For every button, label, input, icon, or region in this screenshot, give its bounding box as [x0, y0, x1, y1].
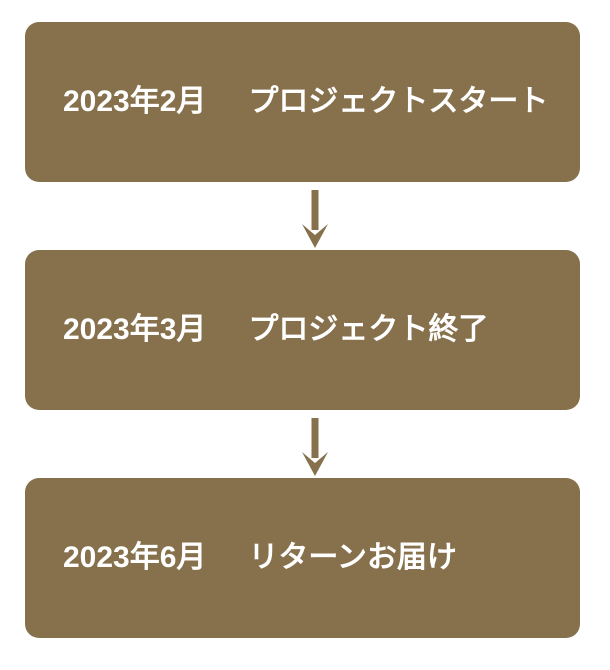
timeline-step-1-text: 2023年2月 プロジェクトスタート: [63, 87, 548, 117]
step-date: 2023年3月: [63, 313, 207, 346]
timeline-step-3-text: 2023年6月 リターンお届け: [63, 543, 457, 573]
down-arrow-icon: [302, 190, 328, 248]
step-label: プロジェクトスタート: [248, 85, 549, 118]
step-date: 2023年6月: [63, 541, 207, 574]
step-date: 2023年2月: [63, 85, 207, 118]
timeline-step-3: 2023年6月 リターンお届け: [25, 478, 580, 638]
timeline-step-2: 2023年3月 プロジェクト終了: [25, 250, 580, 410]
step-label: プロジェクト終了: [248, 313, 489, 346]
step-label: リターンお届け: [248, 541, 457, 574]
down-arrow-icon: [302, 418, 328, 476]
timeline-step-1: 2023年2月 プロジェクトスタート: [25, 22, 580, 182]
timeline-step-2-text: 2023年3月 プロジェクト終了: [63, 315, 488, 345]
